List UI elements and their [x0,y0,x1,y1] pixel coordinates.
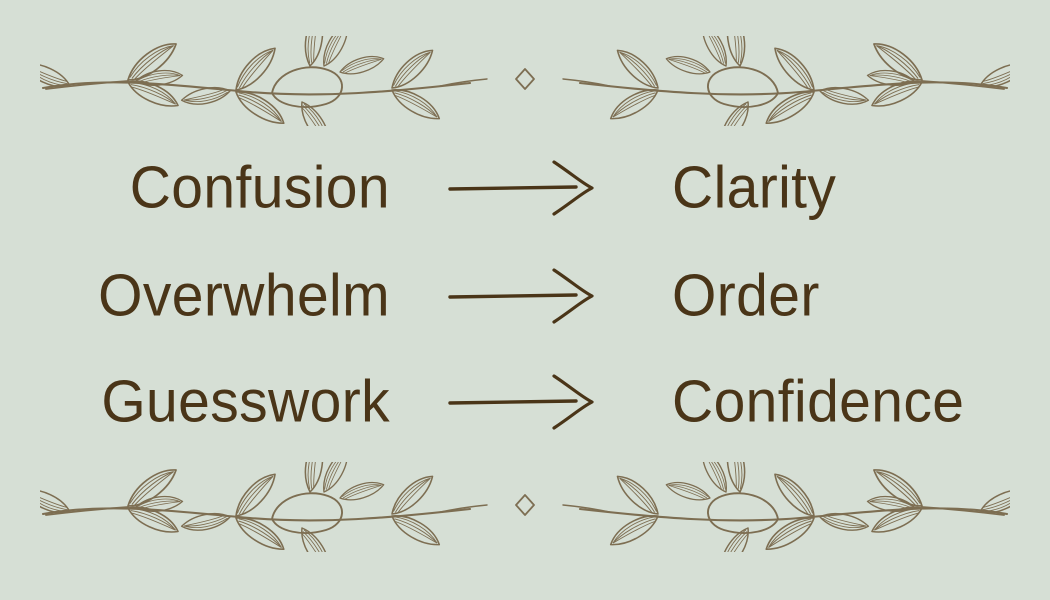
ornament-right-branch [563,36,1010,126]
arrow-right-icon [448,374,594,430]
row-to-cell: Confidence [672,368,1050,435]
ornament-left-branch [40,36,487,126]
bottom-ornament-divider [40,462,1010,552]
row-to-cell: Order [672,262,1050,329]
transformation-row: Overwhelm Order [0,248,1050,344]
ornament-center-diamond [515,68,535,90]
arrow-right-icon [448,160,594,216]
top-ornament-divider [40,36,1010,126]
ornament-center-diamond [515,494,535,516]
row-to-cell: Clarity [672,154,1050,221]
transformation-row: Guesswork Confidence [0,354,1050,450]
row-from-cell: Overwhelm [0,262,390,329]
transformation-list: Confusion Clarity Overwhelm [0,140,1050,460]
ornament-left-branch [40,462,487,552]
from-term: Confusion [129,154,390,221]
from-term: Guesswork [101,368,390,435]
arrow-right-icon [448,268,594,324]
row-arrow-cell [390,266,672,326]
to-term: Confidence [672,368,965,435]
to-term: Order [672,262,820,329]
to-term: Clarity [672,154,837,221]
from-term: Overwhelm [98,262,390,329]
row-from-cell: Guesswork [0,368,390,435]
transformation-row: Confusion Clarity [0,140,1050,236]
row-arrow-cell [390,372,672,432]
row-from-cell: Confusion [0,154,390,221]
ornament-right-branch [563,462,1010,552]
row-arrow-cell [390,158,672,218]
